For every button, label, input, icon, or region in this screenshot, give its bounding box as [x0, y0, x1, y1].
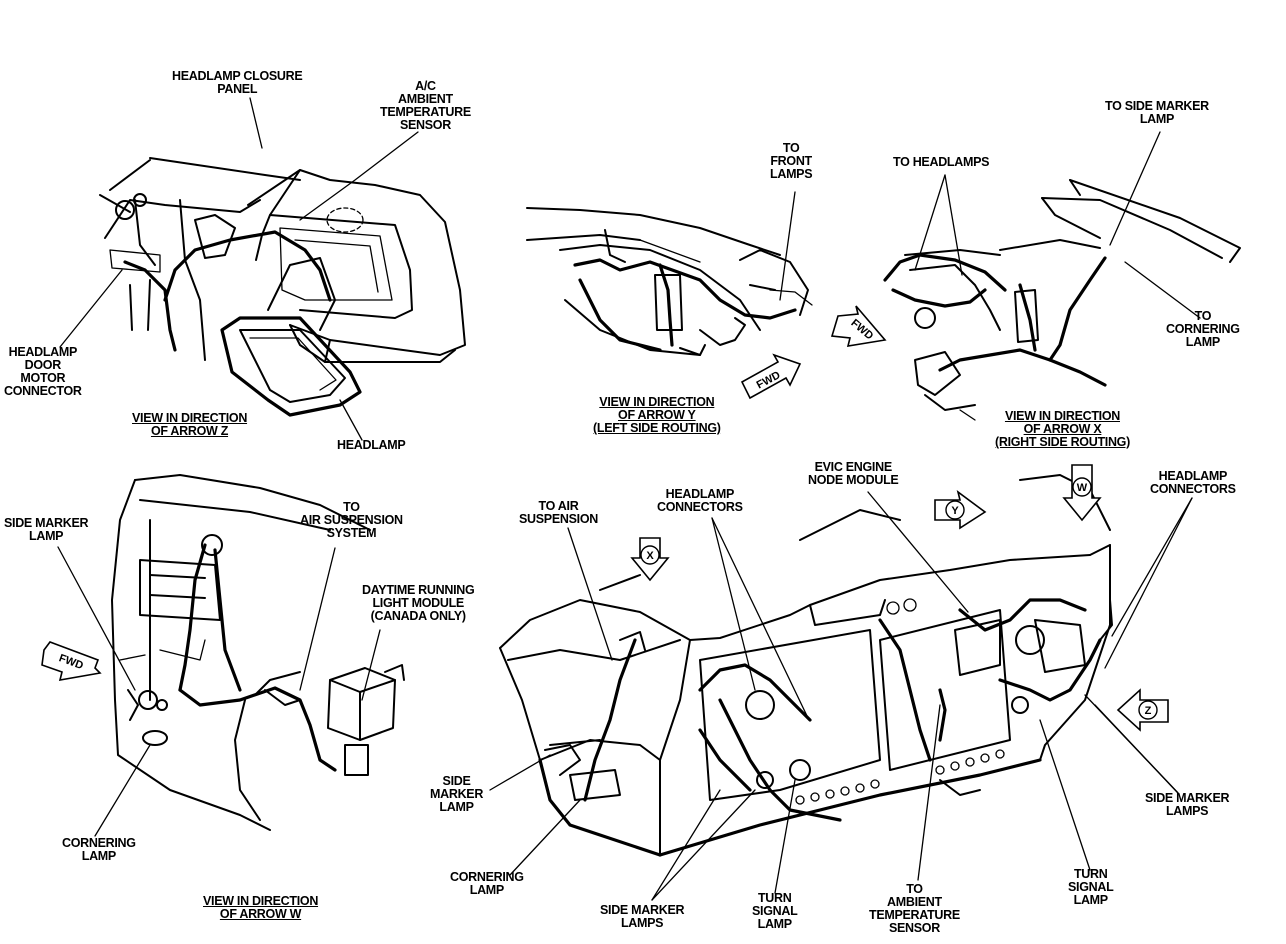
label-to-air-suspension-system: TO AIR SUSPENSION SYSTEM [300, 500, 403, 540]
view-z-drawing [59, 97, 466, 441]
label-view-arrow-z: VIEW IN DIRECTION OF ARROW Z [132, 411, 248, 438]
label-drl-module: DAYTIME RUNNING LIGHT MODULE (CANADA ONL… [362, 583, 475, 623]
label-turn-signal-lamp-left: TURN SIGNAL LAMP [752, 891, 798, 931]
label-evic-engine-node-module: EVIC ENGINE NODE MODULE [808, 460, 899, 487]
arrow-w-marker [1062, 464, 1102, 522]
arrow-w-letter: W [1077, 482, 1088, 494]
label-to-headlamps: TO HEADLAMPS [893, 155, 990, 169]
label-headlamp: HEADLAMP [337, 438, 406, 452]
arrow-y-marker [934, 490, 987, 530]
label-side-marker-lamps-left: SIDE MARKER LAMPS [600, 903, 685, 930]
label-cornering-lamp-main: CORNERING LAMP [450, 870, 524, 897]
label-to-air-suspension: TO AIR SUSPENSION [519, 499, 598, 526]
label-headlamp-connectors-right: HEADLAMP CONNECTORS [1150, 469, 1236, 496]
arrow-z-marker [1116, 688, 1169, 732]
label-view-arrow-y: VIEW IN DIRECTION OF ARROW Y (LEFT SIDE … [593, 395, 721, 435]
arrow-x-marker [630, 537, 670, 582]
arrow-z-letter: Z [1145, 705, 1152, 717]
label-turn-signal-lamp-right: TURN SIGNAL LAMP [1068, 867, 1114, 907]
label-side-marker-lamp-w: SIDE MARKER LAMP [4, 516, 89, 543]
label-headlamp-closure-panel: HEADLAMP CLOSURE PANEL [172, 69, 303, 96]
label-to-ambient-temp-sensor: TO AMBIENT TEMPERATURE SENSOR [869, 882, 960, 935]
label-side-marker-lamp-main: SIDE MARKER LAMP [430, 774, 484, 814]
view-y-drawing [526, 191, 813, 400]
bumper-holes [795, 749, 1005, 805]
label-ac-ambient-temp-sensor: A/C AMBIENT TEMPERATURE SENSOR [380, 79, 471, 132]
label-cornering-lamp-w: CORNERING LAMP [62, 836, 136, 863]
label-view-arrow-w: VIEW IN DIRECTION OF ARROW W [203, 894, 319, 921]
label-view-arrow-x: VIEW IN DIRECTION OF ARROW X (RIGHT SIDE… [995, 409, 1130, 449]
arrow-y-letter: Y [951, 505, 959, 517]
label-headlamp-door-motor-connector: HEADLAMP DOOR MOTOR CONNECTOR [4, 345, 82, 398]
view-x-drawing [830, 131, 1241, 421]
label-to-cornering-lamp: TO CORNERING LAMP [1166, 309, 1240, 349]
label-to-front-lamps: TO FRONT LAMPS [770, 141, 813, 181]
label-headlamp-connectors-left: HEADLAMP CONNECTORS [657, 487, 743, 514]
label-side-marker-lamps-right: SIDE MARKER LAMPS [1145, 791, 1230, 818]
main-view-drawing [489, 474, 1193, 901]
arrow-x-letter: X [646, 550, 654, 562]
label-to-side-marker-lamp: TO SIDE MARKER LAMP [1105, 99, 1209, 126]
view-w-drawing [41, 474, 405, 837]
